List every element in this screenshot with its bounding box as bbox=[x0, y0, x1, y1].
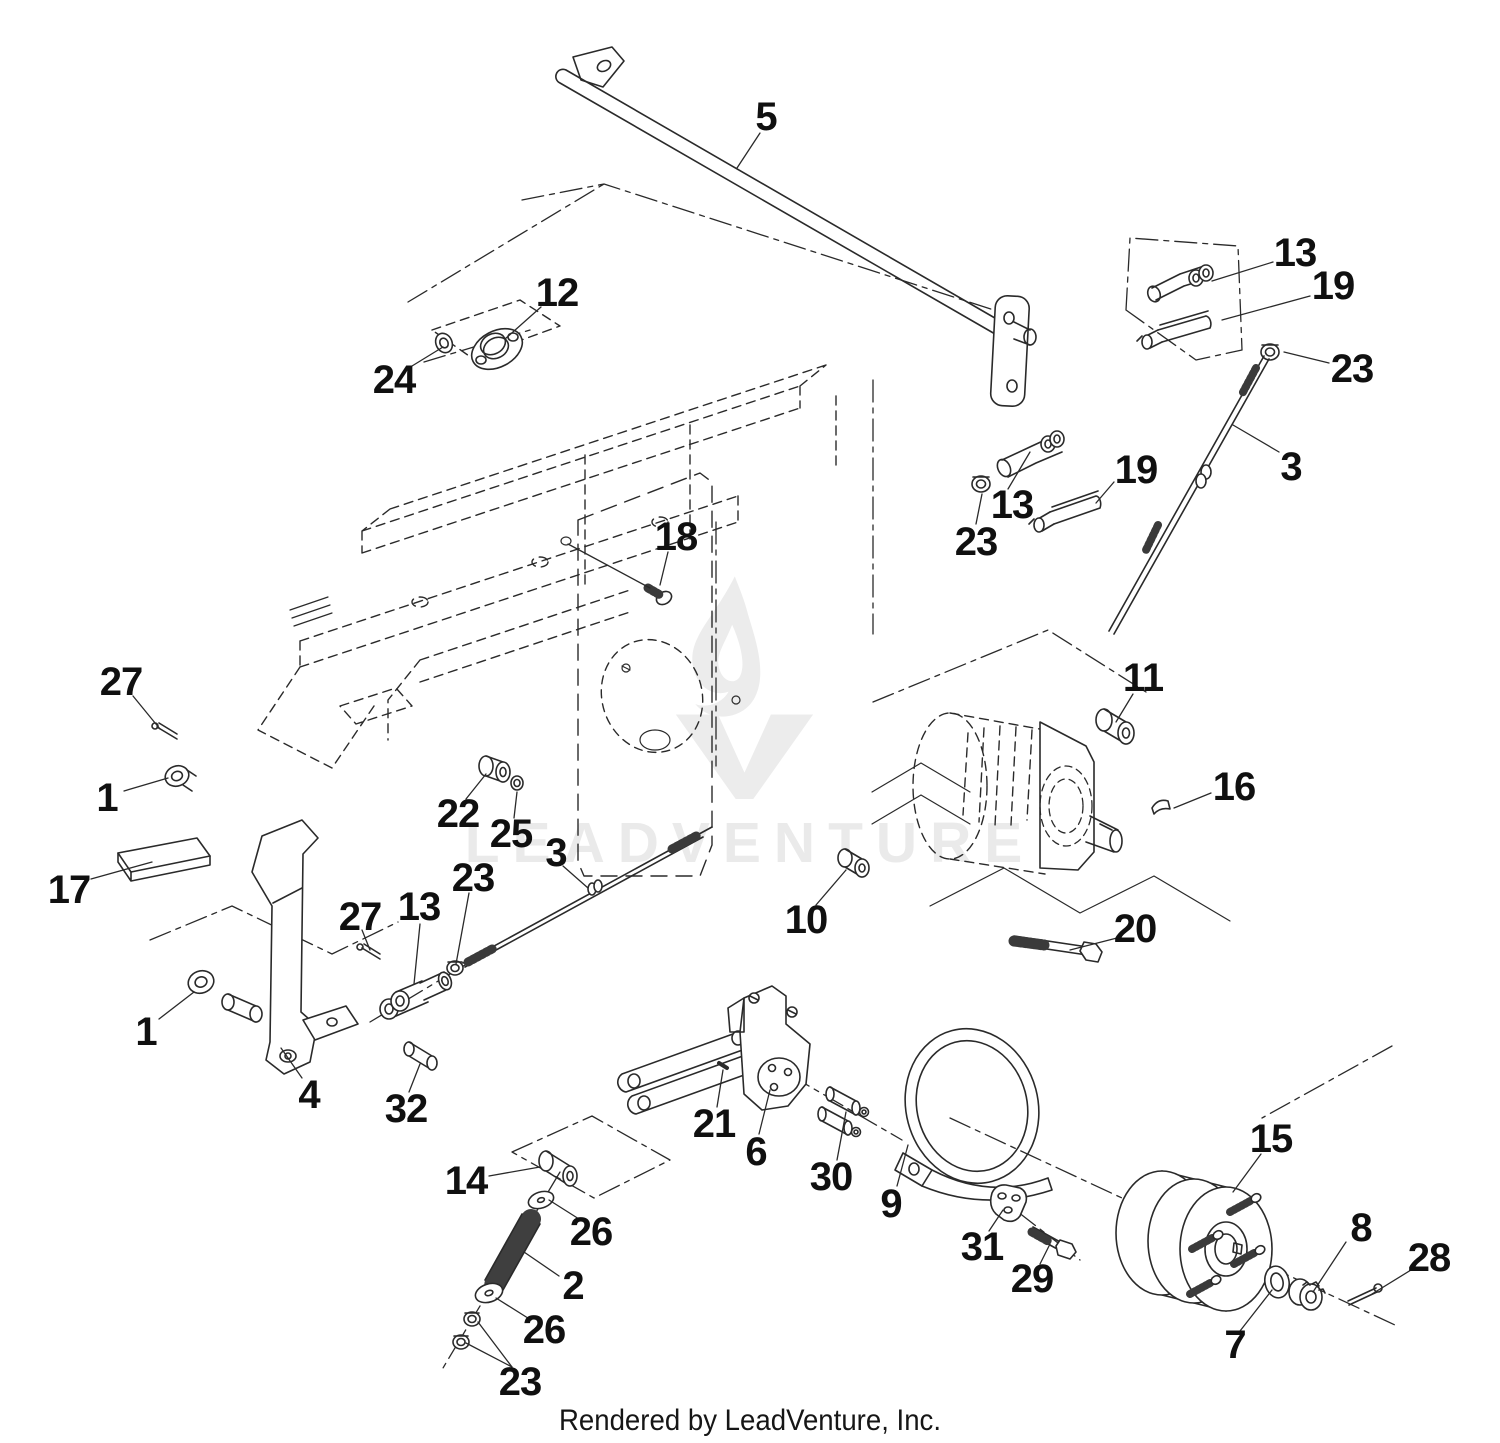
leader-line-19 bbox=[1095, 481, 1115, 504]
clevis-13-mid bbox=[996, 430, 1065, 478]
leader-line-30 bbox=[836, 1111, 847, 1161]
pins-30 bbox=[817, 1086, 870, 1138]
leader-line-23 bbox=[477, 1321, 513, 1368]
leader-line-8 bbox=[1312, 1241, 1347, 1293]
jam-nut-23-pedal bbox=[446, 960, 464, 976]
cotter-pin-28 bbox=[1347, 1283, 1383, 1306]
leader-lines bbox=[90, 132, 1412, 1368]
frame-details bbox=[289, 536, 741, 751]
brake-rod-3-lower bbox=[462, 826, 713, 968]
leader-line-10 bbox=[815, 869, 847, 906]
leader-line-6 bbox=[758, 1089, 771, 1135]
leader-line-25 bbox=[513, 791, 518, 819]
leader-line-5 bbox=[736, 132, 761, 169]
brake-drum-15 bbox=[1115, 1170, 1273, 1312]
spacer-14 bbox=[538, 1150, 578, 1187]
bolt-29 bbox=[1027, 1226, 1077, 1260]
leader-line-11 bbox=[1115, 693, 1134, 723]
leader-line-17 bbox=[90, 861, 153, 880]
bushing-1-lower bbox=[187, 969, 215, 995]
leader-line-12 bbox=[504, 306, 542, 340]
spring-2 bbox=[484, 1209, 541, 1295]
leader-line-31 bbox=[988, 1209, 1004, 1232]
leader-line-23 bbox=[465, 1342, 513, 1368]
brake-band-9 bbox=[894, 1027, 1053, 1201]
leader-line-29 bbox=[1039, 1243, 1051, 1265]
bushing-1-upper bbox=[164, 764, 197, 792]
washer-26-upper bbox=[527, 1190, 555, 1210]
leader-line-18 bbox=[567, 543, 651, 589]
watermark-text: LEADVENTURE bbox=[464, 811, 1036, 875]
leader-line-2 bbox=[523, 1251, 560, 1277]
washer-25 bbox=[510, 775, 524, 791]
clevis-13-pedal bbox=[379, 971, 453, 1020]
lever-19-top bbox=[1136, 310, 1212, 350]
leader-line-16 bbox=[1173, 792, 1212, 809]
anchor-plate-31 bbox=[989, 1184, 1028, 1223]
leader-line-19 bbox=[1221, 295, 1311, 321]
leader-line-1 bbox=[123, 777, 169, 792]
washer-7 bbox=[1263, 1265, 1291, 1299]
leader-line-4 bbox=[280, 1047, 303, 1079]
leader-line-27 bbox=[361, 929, 371, 951]
clevis-13-top bbox=[1146, 264, 1214, 303]
leader-line-26 bbox=[548, 1199, 580, 1220]
clevis-pin-32 bbox=[403, 1041, 438, 1071]
leader-line-32 bbox=[408, 1063, 421, 1093]
bolt-20 bbox=[1008, 935, 1103, 963]
leader-line-24 bbox=[411, 346, 444, 367]
leader-line-15 bbox=[1232, 1153, 1262, 1193]
leader-line-26 bbox=[495, 1297, 532, 1321]
leader-line-23 bbox=[455, 892, 470, 965]
brake-rod-3-top bbox=[1108, 355, 1270, 635]
leader-line-9 bbox=[896, 1144, 909, 1187]
leader-line-20 bbox=[1069, 937, 1118, 951]
leader-line-14 bbox=[488, 1166, 541, 1177]
nuts-23-bottom bbox=[452, 1311, 481, 1350]
render-credit-text: Rendered by LeadVenture, Inc. bbox=[558, 1404, 942, 1437]
pedal-pad-17 bbox=[117, 837, 211, 882]
woodruff-key-16 bbox=[1151, 799, 1171, 815]
leader-line-7 bbox=[1239, 1289, 1273, 1332]
spacer-22 bbox=[478, 755, 511, 783]
clutch-motor bbox=[912, 712, 1123, 875]
flange-bearing-12 bbox=[434, 327, 524, 371]
leader-line-3 bbox=[562, 865, 589, 889]
leader-line-23 bbox=[1283, 351, 1330, 364]
break-lines bbox=[871, 762, 1231, 922]
cotter-pin-27-lower bbox=[356, 943, 381, 960]
leader-line-23 bbox=[975, 493, 983, 525]
spacer-10 bbox=[837, 848, 870, 878]
watermark-logo-icon bbox=[675, 576, 814, 800]
leader-line-1 bbox=[158, 991, 195, 1020]
tie-rod-5 bbox=[555, 46, 1037, 408]
cotter-pin-27-upper bbox=[151, 722, 178, 740]
leader-line-3 bbox=[1232, 424, 1280, 453]
lever-19-mid bbox=[1028, 490, 1102, 533]
set-screw-21 bbox=[717, 1061, 729, 1070]
leader-line-18 bbox=[659, 551, 669, 586]
leader-line-28 bbox=[1371, 1269, 1412, 1295]
screw-18 bbox=[643, 583, 673, 606]
leader-line-13 bbox=[1211, 261, 1274, 282]
leader-line-27 bbox=[132, 695, 161, 730]
brake-pedal-4 bbox=[221, 819, 359, 1075]
leader-line-13 bbox=[1007, 451, 1031, 490]
spacer-11 bbox=[1095, 708, 1135, 745]
leader-line-13 bbox=[413, 923, 421, 985]
leader-line-22 bbox=[465, 773, 487, 800]
jam-nut-23-top bbox=[1260, 343, 1280, 361]
brake-bracket-6 bbox=[727, 985, 811, 1111]
castle-nut-8 bbox=[1288, 1278, 1326, 1311]
leader-line-21 bbox=[716, 1069, 724, 1108]
jam-nut-23-mid bbox=[971, 475, 991, 493]
chassis-frame-phantom bbox=[257, 299, 837, 877]
